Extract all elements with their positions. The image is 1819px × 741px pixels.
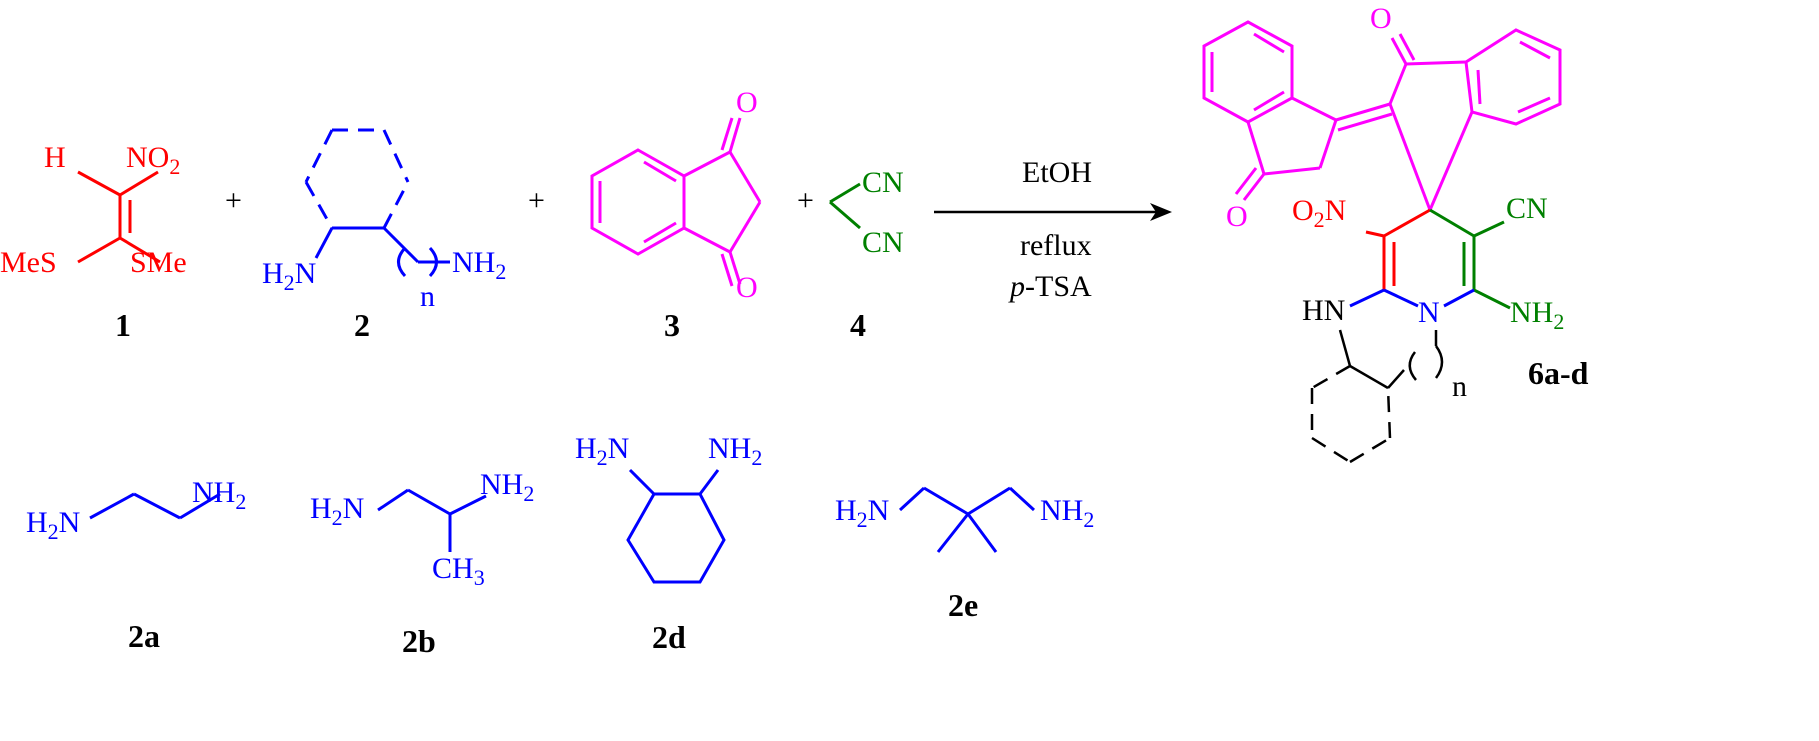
diamine-2e-left-nh2: H2N	[835, 494, 889, 532]
diamine-2a-right-nh2: NH2	[192, 476, 246, 514]
diamine-2b-structure	[377, 488, 487, 552]
product-diamine-ring	[1310, 329, 1444, 464]
reagent-2-structure	[304, 128, 450, 278]
carbonyl-o-top: O	[736, 86, 758, 119]
diamine-2a-structure	[89, 492, 221, 520]
product-amino-group: NH2	[1510, 296, 1564, 334]
sme-left-label: MeS	[0, 246, 57, 279]
product-nitro-group: O2N	[1292, 194, 1346, 232]
diamine-right-nh2: NH2	[452, 246, 506, 284]
repeat-n-label: n	[420, 280, 435, 313]
diamine-2e-structure	[898, 486, 1036, 553]
reagent-4-structure	[829, 182, 861, 230]
plus-sign-3: +	[797, 184, 814, 217]
hydrogen-label: H	[44, 141, 66, 174]
diamine-2e-right-nh2: NH2	[1040, 494, 1094, 532]
diamine-2b-left-nh2: H2N	[310, 492, 364, 530]
compound-label-3: 3	[664, 307, 680, 343]
plus-sign-1: +	[225, 184, 242, 217]
product-hn-label: HN	[1302, 294, 1345, 327]
diamine-2a-left-nh2: H2N	[26, 506, 80, 544]
nitro-label: NO2	[126, 141, 180, 179]
diamine-2b-methyl: CH3	[432, 552, 485, 590]
product-ring-n: N	[1418, 296, 1440, 329]
reagent-1-structure	[77, 170, 161, 264]
compound-label-4: 4	[850, 307, 866, 343]
product-pyridine-core	[1349, 208, 1511, 310]
product-carbonyl-o-left: O	[1226, 200, 1248, 233]
product-indandione-part	[1202, 20, 1562, 211]
diamine-2b-right-nh2: NH2	[480, 468, 534, 506]
carbonyl-o-bottom: O	[736, 271, 758, 304]
diamine-2d-right-nh2: NH2	[708, 432, 762, 470]
plus-sign-2: +	[528, 184, 545, 217]
nitrile-bottom: CN	[862, 226, 904, 259]
compound-label-2: 2	[354, 307, 370, 343]
condition-reflux: reflux	[1020, 229, 1092, 262]
diamine-left-nh2: H2N	[262, 257, 316, 295]
diamine-2d-left-nh2: H2N	[575, 432, 629, 470]
nitrile-top: CN	[862, 166, 904, 199]
product-carbonyl-o-top: O	[1370, 2, 1392, 35]
product-repeat-n: n	[1452, 370, 1467, 403]
catalyst-label: p-TSA	[1008, 270, 1092, 303]
compound-label-2e: 2e	[948, 587, 978, 623]
product-nitrile: CN	[1506, 192, 1548, 225]
solvent-label: EtOH	[1022, 156, 1092, 189]
diamine-2d-structure	[626, 468, 726, 584]
reagent-3-structure	[590, 117, 762, 287]
compound-label-2a: 2a	[128, 618, 160, 654]
reaction-arrow	[934, 203, 1172, 221]
sme-right-label: SMe	[130, 246, 187, 279]
compound-label-2d: 2d	[652, 619, 686, 655]
compound-label-6a-d: 6a-d	[1528, 355, 1589, 391]
compound-label-1: 1	[115, 307, 131, 343]
compound-label-2b: 2b	[402, 623, 436, 659]
